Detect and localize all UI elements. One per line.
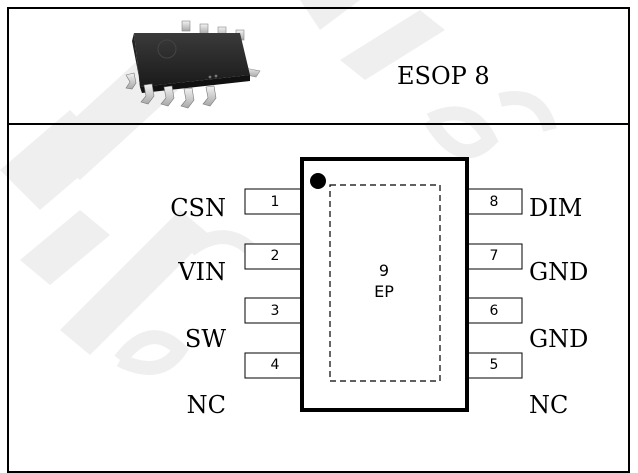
pin-name: GND [529,258,588,286]
pin-number: 6 [490,303,499,319]
exposed-pad-label: EP [374,282,394,301]
pin-number: 7 [490,248,499,264]
pin-number: 8 [490,194,499,210]
left-pin-pads [244,188,302,379]
chip-package-image [125,20,261,109]
pin-name: GND [529,325,588,353]
table-border [7,7,630,473]
pin-name: NC [187,391,226,419]
exposed-pad [329,184,441,382]
pin-name: VIN [177,258,226,286]
pin-name: CSN [170,194,226,222]
pin-number: 4 [271,357,280,373]
table-divider [7,123,630,125]
pin-number: 3 [271,303,280,319]
pin-pad-6 [466,297,523,324]
exposed-pad-number: 9 [379,261,389,280]
pin-number: 5 [490,357,499,373]
pin-number: 1 [271,194,280,210]
pin1-dot [310,173,326,189]
pin-pad-2 [244,243,302,270]
pin-name: DIM [529,194,582,222]
pin-name: NC [529,391,568,419]
pin-pad-3 [244,297,302,324]
right-pin-pads [466,188,523,379]
pin-pad-7 [466,243,523,270]
pin-pad-1 [244,188,302,215]
pin-name: SW [185,325,226,353]
package-name: ESOP 8 [397,62,490,90]
pin-number: 2 [271,248,280,264]
